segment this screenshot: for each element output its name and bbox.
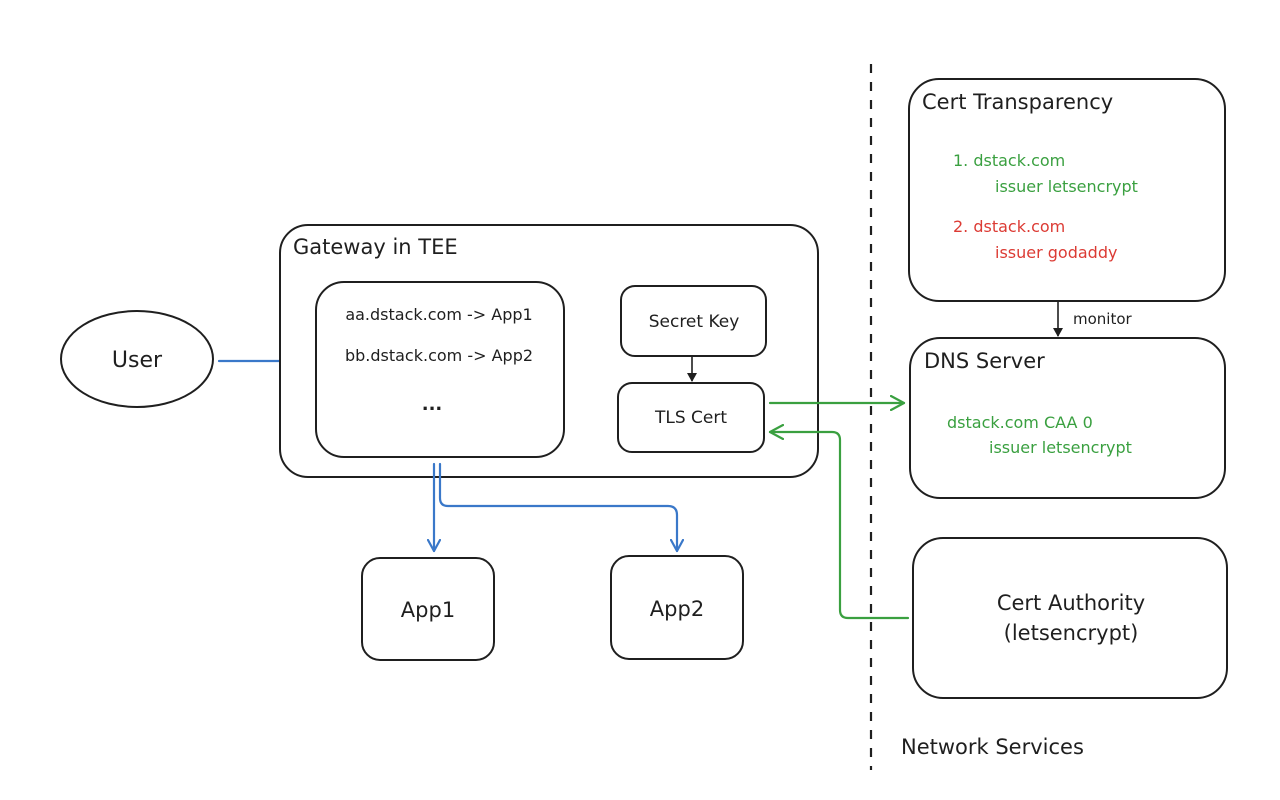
ct-entry-valid-issuer: issuer letsencrypt: [995, 177, 1138, 196]
app2-label: App2: [650, 597, 704, 621]
dns-server-title: DNS Server: [924, 349, 1045, 373]
cert-transparency-title: Cert Transparency: [922, 90, 1113, 114]
route-entry: bb.dstack.com -> App2: [345, 346, 533, 365]
cert-transparency-box: Cert Transparency 1. dstack.com issuer l…: [908, 78, 1226, 302]
network-services-label: Network Services: [901, 735, 1084, 759]
tls-cert-box: TLS Cert: [617, 382, 765, 453]
monitor-label: monitor: [1073, 310, 1133, 328]
cert-authority-name: (letsencrypt): [1004, 621, 1139, 645]
ct-entry-valid-domain: 1. dstack.com: [953, 151, 1065, 170]
dns-caa-issuer: issuer letsencrypt: [989, 438, 1132, 457]
route-ellipsis: ...: [422, 394, 443, 415]
user-node: User: [60, 310, 214, 408]
routing-table: aa.dstack.com -> App1 bb.dstack.com -> A…: [315, 281, 565, 458]
cert-authority-label: Cert Authority: [997, 591, 1145, 615]
dns-server-box: DNS Server dstack.com CAA 0 issuer letse…: [909, 337, 1226, 499]
secret-key-box: Secret Key: [620, 285, 767, 357]
app1-label: App1: [401, 598, 455, 622]
ct-entry-invalid-domain: 2. dstack.com: [953, 217, 1065, 236]
gateway-title: Gateway in TEE: [293, 235, 458, 259]
route-entry: aa.dstack.com -> App1: [345, 305, 532, 324]
app1-box: App1: [361, 557, 495, 661]
ct-entry-invalid-issuer: issuer godaddy: [995, 243, 1117, 262]
ca-to-cert-arrow: [768, 432, 910, 620]
user-label: User: [112, 348, 163, 373]
cert-authority-box: Cert Authority (letsencrypt): [912, 537, 1228, 699]
secret-key-label: Secret Key: [649, 312, 740, 332]
dns-caa-record: dstack.com CAA 0: [947, 413, 1093, 432]
tls-cert-label: TLS Cert: [654, 408, 727, 428]
app2-box: App2: [610, 555, 744, 660]
gateway-to-app2-arrow: [438, 462, 677, 553]
